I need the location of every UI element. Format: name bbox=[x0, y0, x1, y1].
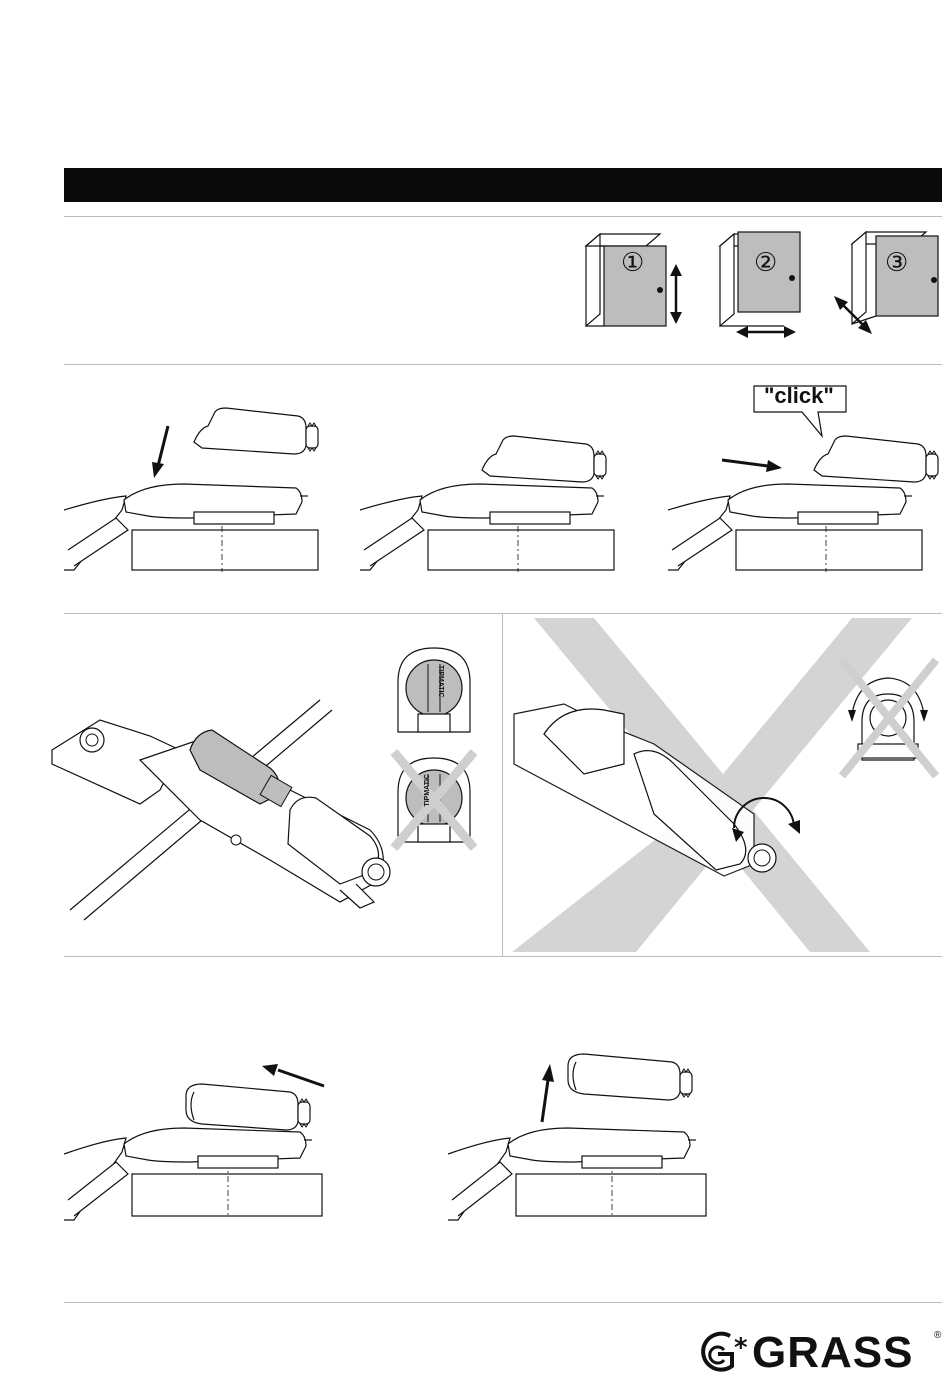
wrong-orientation-illustration bbox=[504, 614, 942, 956]
header-band bbox=[64, 168, 942, 202]
divider-4 bbox=[64, 956, 942, 957]
mount-step-2 bbox=[360, 436, 614, 572]
end-cap-wrong bbox=[394, 752, 474, 848]
brand-label-correct: TIPMATIC bbox=[437, 665, 444, 698]
removal-step-1 bbox=[64, 1064, 324, 1220]
grass-logo-mark: * bbox=[694, 1330, 754, 1376]
divider-bottom bbox=[64, 1302, 942, 1303]
divider-top bbox=[64, 216, 942, 217]
divider-vertical bbox=[502, 614, 503, 956]
mount-step-1 bbox=[64, 408, 318, 572]
direction-number-1: ① bbox=[621, 248, 644, 278]
mount-steps-illustration bbox=[64, 400, 944, 600]
mount-step-3 bbox=[668, 436, 938, 572]
direction-number-3: ③ bbox=[885, 248, 908, 278]
end-cap-correct bbox=[398, 648, 470, 732]
divider-2 bbox=[64, 364, 942, 365]
rotation-cap bbox=[842, 660, 936, 776]
click-label: "click" bbox=[764, 383, 834, 409]
direction-number-2: ② bbox=[754, 248, 777, 278]
brand-label-wrong: TIPMATIC bbox=[424, 774, 431, 807]
svg-text:*: * bbox=[734, 1333, 748, 1363]
end-cap-views bbox=[384, 642, 484, 852]
grass-logo-text: GRASS bbox=[752, 1328, 913, 1378]
registered-mark: ® bbox=[934, 1330, 941, 1341]
removal-step-2 bbox=[448, 1054, 706, 1220]
removal-steps-illustration bbox=[64, 1040, 764, 1250]
